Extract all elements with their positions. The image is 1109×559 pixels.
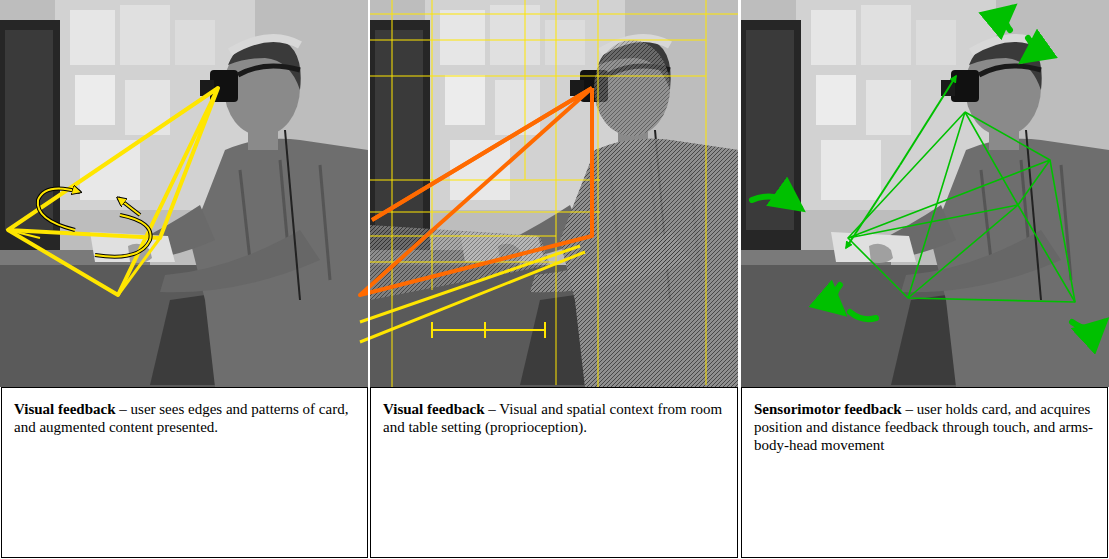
caption-heading: Visual feedback (14, 401, 116, 417)
caption-heading: Sensorimotor feedback (754, 401, 902, 417)
panel-gap (368, 0, 370, 387)
caption-box: Visual feedback– user sees edges and pat… (1, 387, 368, 558)
photo-panel (0, 0, 368, 387)
sensorimotor-frame (846, 76, 1075, 302)
caption-box: Sensorimotor feedback– user holds card, … (741, 387, 1108, 558)
caption-text: Visual feedback– Visual and spatial cont… (371, 388, 737, 444)
view-frustum (8, 88, 218, 295)
movement-arrows (752, 8, 1104, 329)
caption-box: Visual feedback– Visual and spatial cont… (370, 387, 738, 558)
spatial-grid (370, 0, 738, 387)
spatial-frustum (360, 88, 592, 342)
caption-text: Sensorimotor feedback– user holds card, … (742, 388, 1107, 462)
caption-heading: Visual feedback (383, 401, 485, 417)
panel-gap (738, 0, 741, 387)
photo-strip (0, 0, 1109, 387)
photo-panel (741, 0, 1109, 387)
photo-panel (370, 0, 738, 387)
rotation-arrows (38, 188, 151, 256)
caption-text: Visual feedback– user sees edges and pat… (2, 388, 367, 444)
